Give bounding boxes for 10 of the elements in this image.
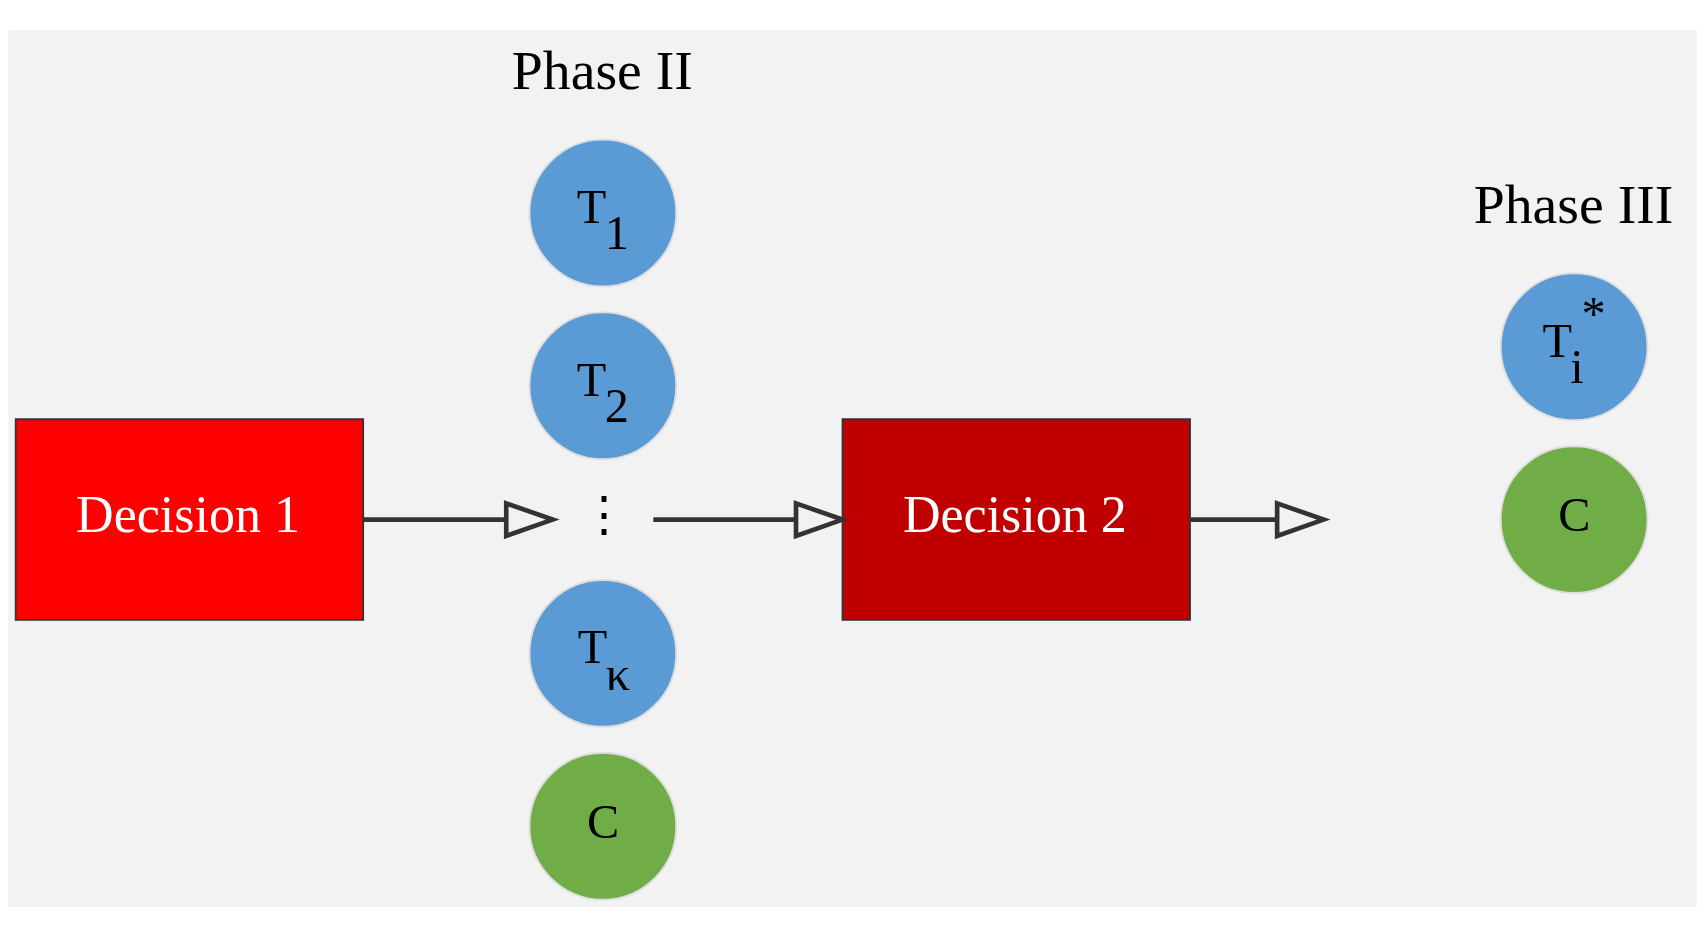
- label: Phase II: [511, 39, 693, 102]
- arrow: [653, 500, 850, 540]
- arrow: [363, 500, 560, 540]
- node-circle: C: [528, 751, 678, 901]
- arrow: [1190, 500, 1331, 540]
- label: Phase III: [1473, 173, 1674, 236]
- node-text: ⋮: [579, 488, 628, 542]
- node-box: Decision 2: [841, 418, 1191, 621]
- node-box: Decision 1: [14, 418, 365, 621]
- node-circle: C: [1499, 445, 1649, 594]
